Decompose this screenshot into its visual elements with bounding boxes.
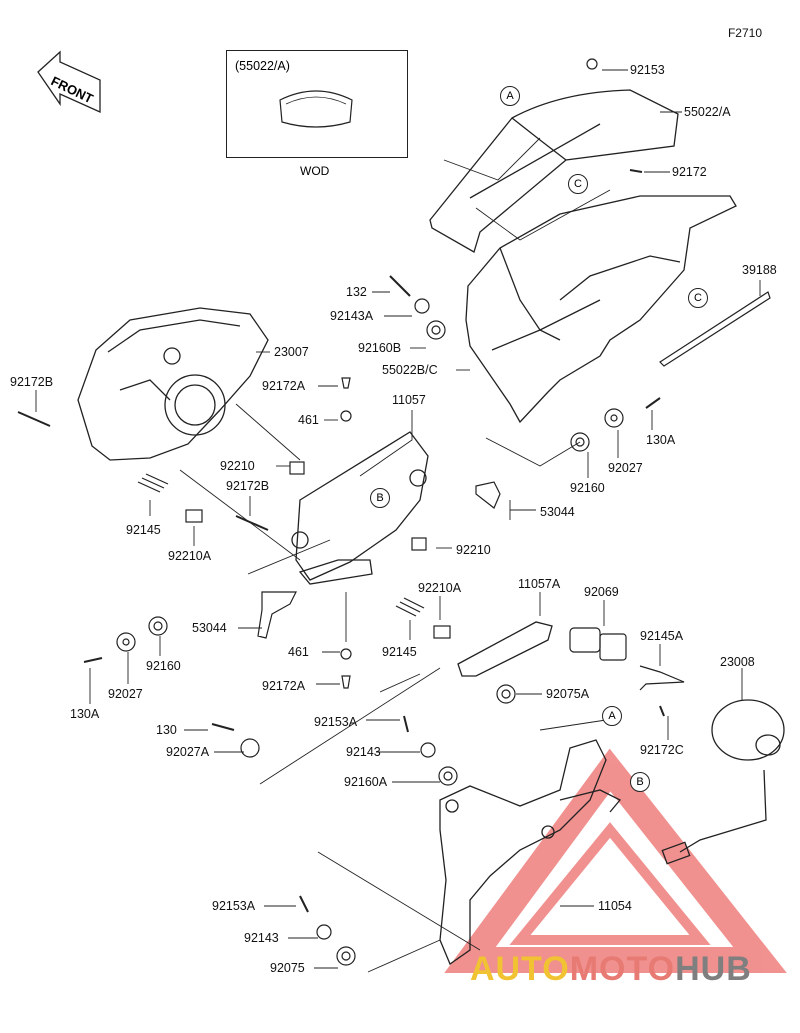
part-label-92027-left: 92027 bbox=[108, 687, 143, 701]
part-label-92075a: 92075A bbox=[546, 687, 590, 701]
part-label-92143a: 92143A bbox=[330, 309, 374, 323]
part-label-92145-mid: 92145 bbox=[382, 645, 417, 659]
part-label-132: 132 bbox=[346, 285, 367, 299]
part-label-92210-top: 92210 bbox=[220, 459, 255, 473]
callout-a-stay: A bbox=[602, 706, 622, 726]
part-label-92153a-mid: 92153A bbox=[314, 715, 358, 729]
part-label-92153: 92153 bbox=[630, 63, 665, 77]
part-label-92160a: 92160A bbox=[344, 775, 388, 789]
watermark-part2: MOTO bbox=[569, 950, 676, 988]
part-label-92172b-left: 92172B bbox=[10, 375, 54, 389]
callout-c-top: C bbox=[568, 174, 588, 194]
part-label-92160-right: 92160 bbox=[570, 481, 605, 495]
watermark-part1: AUTO bbox=[470, 950, 570, 988]
part-label-23007: 23007 bbox=[274, 345, 309, 359]
part-label-92172b-mid: 92172B bbox=[226, 479, 270, 493]
part-label-92210a-left: 92210A bbox=[168, 549, 212, 563]
part-label-92172a-top: 92172A bbox=[262, 379, 306, 393]
lower-cowl bbox=[465, 195, 737, 424]
lower-stay bbox=[439, 739, 622, 965]
headlight-bulb bbox=[569, 627, 627, 661]
part-label-11054: 11054 bbox=[598, 899, 632, 913]
part-label-92145-left: 92145 bbox=[126, 523, 161, 537]
callout-c-strip: C bbox=[688, 288, 708, 308]
part-label-55022a: 55022/A bbox=[684, 105, 731, 119]
watermark-text: AUTOMOTOHUB bbox=[470, 950, 752, 989]
callout-a-top: A bbox=[500, 86, 520, 106]
upper-cowl bbox=[429, 89, 679, 253]
leader-lines bbox=[35, 69, 761, 973]
wod-part-code: (55022/A) bbox=[235, 59, 290, 73]
part-label-53044-right: 53044 bbox=[540, 505, 575, 519]
part-label-92153a-bot: 92153A bbox=[212, 899, 256, 913]
part-label-92172a-bot: 92172A bbox=[262, 679, 306, 693]
bolts bbox=[17, 169, 665, 913]
part-label-92143-mid: 92143 bbox=[346, 745, 381, 759]
part-label-92143-bot: 92143 bbox=[244, 931, 279, 945]
part-label-92075: 92075 bbox=[270, 961, 305, 975]
part-label-23008: 23008 bbox=[720, 655, 755, 669]
part-label-461-top: 461 bbox=[298, 413, 319, 427]
callout-b-stay: B bbox=[630, 772, 650, 792]
part-label-11057a: 11057A bbox=[518, 577, 561, 591]
wod-windscreen-inner bbox=[285, 96, 347, 105]
watermark-triangle bbox=[444, 748, 787, 973]
part-label-130: 130 bbox=[156, 723, 177, 737]
part-label-92160b: 92160B bbox=[358, 341, 402, 355]
wod-windscreen-sketch bbox=[279, 90, 353, 128]
part-label-92210-mid: 92210 bbox=[456, 543, 491, 557]
callout-b-bracket: B bbox=[370, 488, 390, 508]
headlight-bracket bbox=[291, 431, 429, 585]
part-label-92027a: 92027A bbox=[166, 745, 210, 759]
hardware-parts bbox=[116, 58, 685, 966]
part-label-92172: 92172 bbox=[672, 165, 707, 179]
headlight-assembly bbox=[77, 307, 269, 461]
wod-inset-box: (55022/A) bbox=[226, 50, 408, 158]
part-label-92172c: 92172C bbox=[640, 743, 684, 757]
figure-code: F2710 bbox=[727, 26, 762, 40]
watermark-part3: HUB bbox=[675, 950, 752, 988]
wod-caption: WOD bbox=[300, 164, 330, 178]
cowl-strip-39188 bbox=[659, 291, 771, 367]
part-label-55022bc: 55022B/C bbox=[382, 363, 438, 377]
part-label-92160-left: 92160 bbox=[146, 659, 181, 673]
part-label-92145a: 92145A bbox=[640, 629, 684, 643]
part-label-130a-right: 130A bbox=[646, 433, 676, 447]
front-arrow-icon bbox=[37, 50, 101, 114]
part-label-461-bot: 461 bbox=[288, 645, 309, 659]
position-lamp bbox=[661, 699, 785, 865]
part-label-92027-right: 92027 bbox=[608, 461, 643, 475]
part-label-53044-left: 53044 bbox=[192, 621, 227, 635]
part-label-92069: 92069 bbox=[584, 585, 619, 599]
side-bracket-11057A bbox=[457, 621, 553, 677]
part-label-39188: 39188 bbox=[742, 263, 777, 277]
part-label-11057: 11057 bbox=[392, 393, 426, 407]
part-label-130a-left: 130A bbox=[70, 707, 100, 721]
part-label-92210a-mid: 92210A bbox=[418, 581, 462, 595]
